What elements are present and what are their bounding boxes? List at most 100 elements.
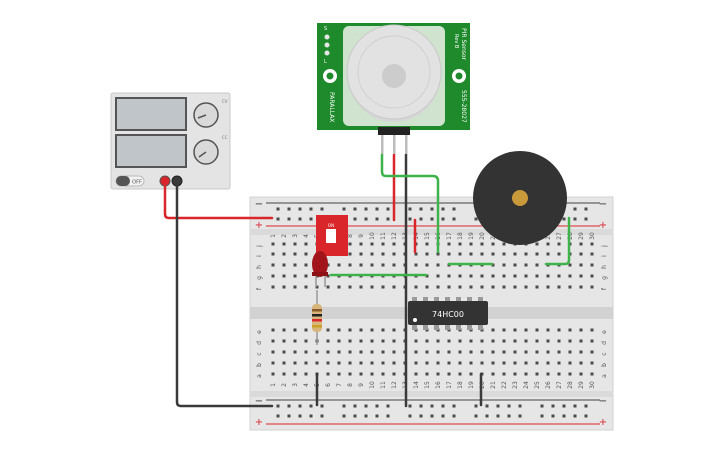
breadboard-hole[interactable] bbox=[513, 361, 517, 365]
breadboard-hole[interactable] bbox=[375, 207, 379, 211]
breadboard-hole[interactable] bbox=[364, 414, 368, 418]
breadboard-hole[interactable] bbox=[364, 207, 368, 211]
breadboard-hole[interactable] bbox=[430, 414, 434, 418]
breadboard-hole[interactable] bbox=[480, 274, 484, 278]
breadboard-hole[interactable] bbox=[326, 263, 330, 267]
breadboard-hole[interactable] bbox=[436, 339, 440, 343]
breadboard-hole[interactable] bbox=[524, 339, 528, 343]
breadboard-hole[interactable] bbox=[590, 285, 594, 289]
breadboard-hole[interactable] bbox=[513, 328, 517, 332]
breadboard-hole[interactable] bbox=[441, 404, 445, 408]
breadboard-hole[interactable] bbox=[469, 252, 473, 256]
breadboard-hole[interactable] bbox=[309, 217, 313, 221]
breadboard-hole[interactable] bbox=[326, 328, 330, 332]
breadboard-hole[interactable] bbox=[502, 285, 506, 289]
breadboard-hole[interactable] bbox=[370, 242, 374, 246]
breadboard-hole[interactable] bbox=[447, 339, 451, 343]
breadboard-hole[interactable] bbox=[414, 350, 418, 354]
wire-red-supply-positive[interactable] bbox=[163, 184, 274, 220]
breadboard-hole[interactable] bbox=[436, 350, 440, 354]
breadboard-hole[interactable] bbox=[326, 372, 330, 376]
breadboard-hole[interactable] bbox=[557, 328, 561, 332]
breadboard-hole[interactable] bbox=[513, 263, 517, 267]
breadboard-hole[interactable] bbox=[370, 339, 374, 343]
breadboard-hole[interactable] bbox=[381, 263, 385, 267]
breadboard-hole[interactable] bbox=[491, 372, 495, 376]
breadboard-hole[interactable] bbox=[342, 207, 346, 211]
breadboard-hole[interactable] bbox=[337, 328, 341, 332]
breadboard-hole[interactable] bbox=[315, 350, 319, 354]
breadboard-hole[interactable] bbox=[271, 361, 275, 365]
breadboard-hole[interactable] bbox=[337, 285, 341, 289]
breadboard-hole[interactable] bbox=[287, 207, 291, 211]
breadboard-hole[interactable] bbox=[370, 372, 374, 376]
breadboard-hole[interactable] bbox=[579, 285, 583, 289]
breadboard-hole[interactable] bbox=[590, 328, 594, 332]
breadboard-hole[interactable] bbox=[491, 328, 495, 332]
breadboard-hole[interactable] bbox=[326, 350, 330, 354]
breadboard-hole[interactable] bbox=[309, 414, 313, 418]
breadboard-hole[interactable] bbox=[491, 361, 495, 365]
breadboard-hole[interactable] bbox=[568, 350, 572, 354]
breadboard-hole[interactable] bbox=[590, 263, 594, 267]
breadboard-hole[interactable] bbox=[342, 404, 346, 408]
breadboard-hole[interactable] bbox=[337, 350, 341, 354]
breadboard-hole[interactable] bbox=[557, 252, 561, 256]
wire-green-buzzer[interactable] bbox=[544, 216, 571, 266]
breadboard-hole[interactable] bbox=[480, 285, 484, 289]
breadboard-hole[interactable] bbox=[337, 263, 341, 267]
breadboard-hole[interactable] bbox=[546, 242, 550, 246]
breadboard-hole[interactable] bbox=[513, 252, 517, 256]
breadboard-hole[interactable] bbox=[419, 404, 423, 408]
breadboard-hole[interactable] bbox=[370, 285, 374, 289]
breadboard-hole[interactable] bbox=[502, 263, 506, 267]
breadboard-hole[interactable] bbox=[579, 252, 583, 256]
breadboard-hole[interactable] bbox=[293, 263, 297, 267]
breadboard-hole[interactable] bbox=[579, 339, 583, 343]
breadboard-hole[interactable] bbox=[491, 350, 495, 354]
breadboard-hole[interactable] bbox=[337, 361, 341, 365]
breadboard-hole[interactable] bbox=[474, 414, 478, 418]
breadboard-hole[interactable] bbox=[568, 285, 572, 289]
breadboard-hole[interactable] bbox=[342, 414, 346, 418]
breadboard-hole[interactable] bbox=[579, 328, 583, 332]
breadboard-hole[interactable] bbox=[458, 350, 462, 354]
breadboard-hole[interactable] bbox=[282, 372, 286, 376]
breadboard-hole[interactable] bbox=[315, 361, 319, 365]
breadboard-hole[interactable] bbox=[370, 350, 374, 354]
breadboard-hole[interactable] bbox=[287, 414, 291, 418]
breadboard-hole[interactable] bbox=[584, 207, 588, 211]
breadboard-hole[interactable] bbox=[535, 274, 539, 278]
breadboard-hole[interactable] bbox=[546, 274, 550, 278]
breadboard-hole[interactable] bbox=[276, 217, 280, 221]
breadboard-hole[interactable] bbox=[436, 372, 440, 376]
breadboard-hole[interactable] bbox=[375, 404, 379, 408]
breadboard-hole[interactable] bbox=[579, 274, 583, 278]
breadboard-hole[interactable] bbox=[353, 404, 357, 408]
breadboard-hole[interactable] bbox=[579, 361, 583, 365]
breadboard-hole[interactable] bbox=[502, 350, 506, 354]
breadboard-hole[interactable] bbox=[425, 350, 429, 354]
breadboard-hole[interactable] bbox=[469, 372, 473, 376]
breadboard-hole[interactable] bbox=[491, 285, 495, 289]
breadboard-hole[interactable] bbox=[304, 372, 308, 376]
breadboard-hole[interactable] bbox=[573, 414, 577, 418]
breadboard-hole[interactable] bbox=[359, 242, 363, 246]
breadboard-hole[interactable] bbox=[502, 372, 506, 376]
breadboard-hole[interactable] bbox=[436, 274, 440, 278]
breadboard-hole[interactable] bbox=[524, 328, 528, 332]
breadboard-hole[interactable] bbox=[370, 361, 374, 365]
breadboard-hole[interactable] bbox=[392, 285, 396, 289]
breadboard-hole[interactable] bbox=[502, 339, 506, 343]
breadboard-hole[interactable] bbox=[491, 339, 495, 343]
breadboard-hole[interactable] bbox=[419, 217, 423, 221]
breadboard-hole[interactable] bbox=[293, 350, 297, 354]
breadboard-hole[interactable] bbox=[535, 242, 539, 246]
breadboard-hole[interactable] bbox=[326, 285, 330, 289]
breadboard-hole[interactable] bbox=[282, 274, 286, 278]
breadboard-hole[interactable] bbox=[458, 339, 462, 343]
breadboard-hole[interactable] bbox=[480, 361, 484, 365]
breadboard-hole[interactable] bbox=[287, 404, 291, 408]
breadboard-hole[interactable] bbox=[469, 361, 473, 365]
breadboard-hole[interactable] bbox=[425, 252, 429, 256]
